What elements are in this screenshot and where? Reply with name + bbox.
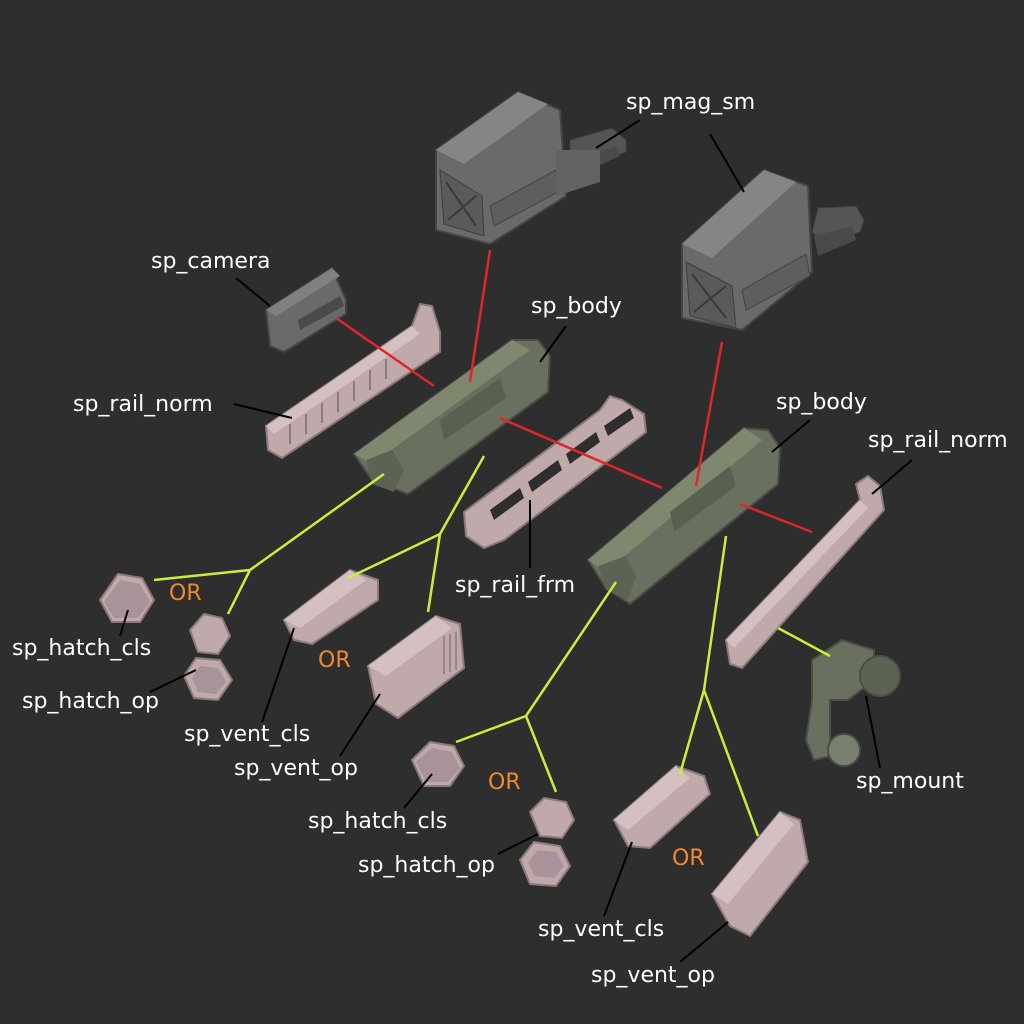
- leader-mag-left: [595, 119, 641, 149]
- attach-line-camera: [335, 316, 435, 388]
- leader-hatch-op-left: [149, 669, 197, 693]
- attach-line-rail-norm-right: [739, 502, 813, 534]
- leader-body-left: [539, 325, 567, 363]
- leader-camera: [235, 277, 271, 307]
- leader-lines: [119, 119, 913, 963]
- hatch-op-part-right: [518, 796, 576, 888]
- leader-hatch-cls-left: [119, 609, 129, 637]
- vent-op-part-left: [366, 614, 466, 720]
- label-rail-norm-left: sp_rail_norm: [73, 392, 213, 417]
- option-line-vent-right-b: [702, 689, 760, 837]
- label-hatch-op-right: sp_hatch_op: [358, 853, 495, 878]
- label-hatch-cls-right: sp_hatch_cls: [308, 809, 448, 834]
- rail-norm-part-left: [264, 302, 441, 460]
- leader-rail-norm-left: [233, 403, 293, 419]
- or-label-hatch-left: OR: [169, 581, 202, 606]
- vent-cls-part-left: [282, 568, 379, 646]
- vent-cls-part-right: [612, 764, 712, 850]
- attachment-lines: [335, 249, 813, 534]
- label-hatch-cls-left: sp_hatch_cls: [12, 636, 152, 661]
- option-line-hatch-right-a: [455, 581, 618, 744]
- label-rail-frm: sp_rail_frm: [455, 573, 576, 598]
- option-line-mount: [777, 626, 831, 658]
- mag-sm-part-left: [435, 90, 627, 246]
- label-mount: sp_mount: [856, 769, 964, 794]
- mag-sm-part-right: [681, 168, 865, 332]
- leader-vent-cls-left: [261, 627, 295, 723]
- leader-vent-op-right: [679, 921, 729, 963]
- or-label-vent-right: OR: [672, 846, 705, 871]
- leader-vent-cls-right: [603, 841, 633, 917]
- or-label-vent-left: OR: [318, 648, 351, 673]
- option-line-hatch-left-b: [153, 568, 251, 582]
- leader-hatch-cls-right: [403, 773, 433, 809]
- leader-mag-right: [709, 133, 745, 193]
- mount-part: [804, 638, 901, 767]
- hatch-op-part-left: [182, 612, 234, 702]
- label-mag-sm: sp_mag_sm: [626, 90, 756, 115]
- hatch-cls-part-left: [98, 572, 156, 623]
- or-label-hatch-right: OR: [488, 770, 521, 795]
- option-lines: [153, 455, 831, 837]
- leader-vent-op-left: [339, 693, 381, 757]
- label-vent-cls-left: sp_vent_cls: [184, 722, 311, 747]
- label-rail-norm-right: sp_rail_norm: [868, 428, 1008, 453]
- camera-part: [264, 266, 347, 354]
- option-line-vent-right-a: [678, 535, 728, 775]
- option-line-vent-left-b: [347, 532, 441, 580]
- label-vent-cls-right: sp_vent_cls: [538, 917, 665, 942]
- hatch-cls-part-right: [410, 740, 466, 787]
- label-hatch-op-left: sp_hatch_op: [22, 689, 159, 714]
- label-body-right: sp_body: [776, 390, 867, 415]
- option-line-hatch-right-b: [524, 715, 558, 793]
- body-part-left: [352, 339, 552, 496]
- leader-rail-norm-right: [871, 459, 913, 495]
- label-vent-op-right: sp_vent_op: [591, 963, 715, 988]
- attach-line-mag-left: [468, 249, 492, 383]
- attach-line-rail-frm: [499, 416, 663, 490]
- label-body-left: sp_body: [531, 294, 622, 319]
- rail-frm-part: [462, 394, 648, 550]
- attach-line-mag-right: [694, 341, 724, 487]
- vent-op-part-right: [710, 810, 810, 938]
- label-vent-op-left: sp_vent_op: [234, 756, 358, 781]
- leader-mount: [865, 695, 881, 769]
- label-camera: sp_camera: [151, 249, 271, 274]
- body-part-right: [586, 426, 782, 606]
- leader-hatch-op-right: [497, 833, 539, 855]
- leader-body-right: [771, 419, 811, 453]
